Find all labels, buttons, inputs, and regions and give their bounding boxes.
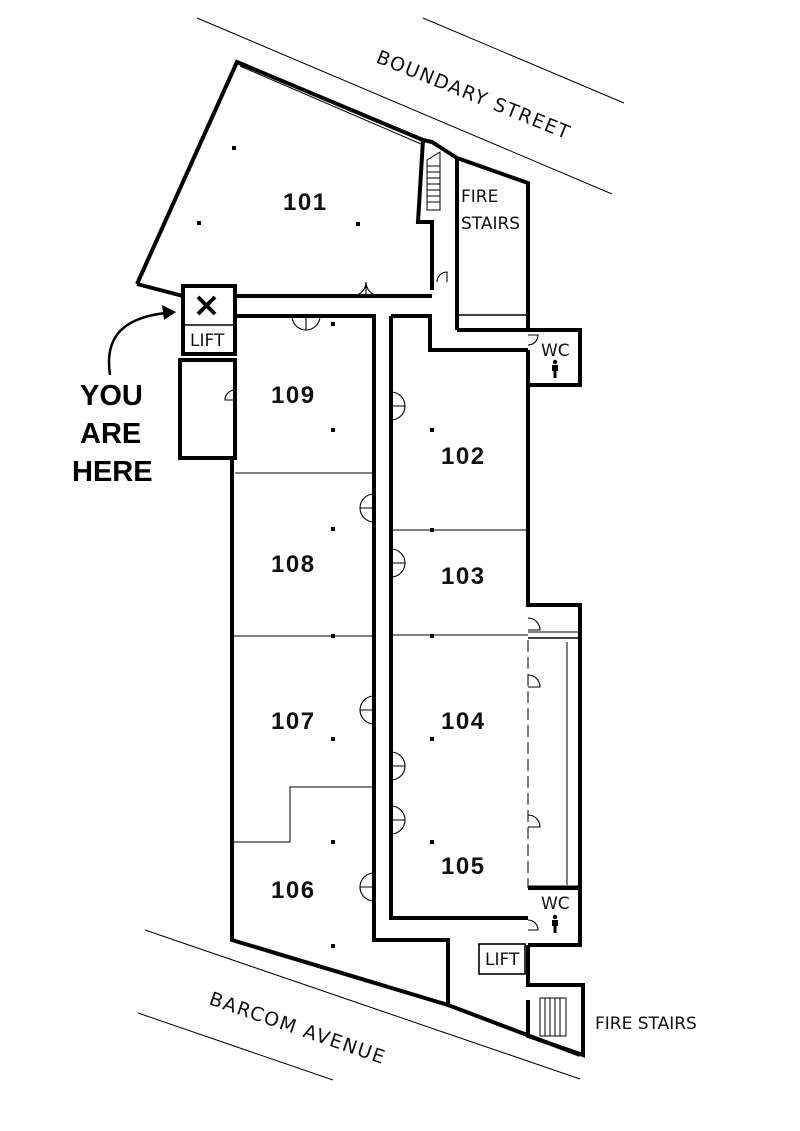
stairs-icon xyxy=(539,997,567,1037)
x-marker-icon xyxy=(196,295,217,316)
you-are-here-line1: YOU xyxy=(80,380,143,412)
building-outer-walls xyxy=(230,328,585,1058)
room-label-106: 106 xyxy=(271,877,316,904)
lift-south xyxy=(478,943,526,975)
you-are-here-line2: ARE xyxy=(80,418,141,450)
room-dividers xyxy=(231,472,528,843)
wc-north-label: WC xyxy=(541,341,570,361)
door-icon xyxy=(359,493,375,523)
fire-stairs-north xyxy=(415,138,530,330)
door-icon xyxy=(390,751,406,781)
door-icon xyxy=(390,805,406,835)
room-markers xyxy=(197,146,434,948)
lift-south-label: LIFT xyxy=(485,950,520,970)
room-label-109: 109 xyxy=(271,382,316,409)
door-icon xyxy=(224,389,236,401)
door-icon xyxy=(390,391,406,421)
room-label-108: 108 xyxy=(271,551,316,578)
doors xyxy=(224,271,541,931)
fire-stairs-north-label-line1: FIRE xyxy=(461,187,498,207)
door-icon xyxy=(291,315,321,331)
person-icon xyxy=(552,914,558,933)
door-icon xyxy=(436,271,541,931)
stairs-icon xyxy=(426,151,441,211)
door-icon xyxy=(390,548,406,578)
room-label-101: 101 xyxy=(283,189,328,216)
room-label-103: 103 xyxy=(441,563,486,590)
lift-north-label: LIFT xyxy=(190,331,225,351)
room-101-outline xyxy=(135,59,424,298)
fire-stairs-north-label-line2: STAIRS xyxy=(461,214,520,234)
room-label-102: 102 xyxy=(441,443,486,470)
you-are-here-line3: HERE xyxy=(72,456,153,488)
room-label-107: 107 xyxy=(271,708,316,735)
street-lines xyxy=(137,17,625,1081)
fire-stairs-south-label: FIRE STAIRS xyxy=(595,1014,697,1034)
door-icon xyxy=(359,695,375,725)
lift-north xyxy=(178,284,237,460)
person-icon xyxy=(552,359,558,378)
door-icon xyxy=(359,872,375,902)
fire-stairs-south xyxy=(539,997,567,1037)
corridor-walls xyxy=(235,294,528,1005)
wc-south-label: WC xyxy=(541,894,570,914)
arrow-icon xyxy=(107,305,176,376)
room-label-104: 104 xyxy=(441,708,486,735)
room-label-105: 105 xyxy=(441,853,486,880)
door-icon xyxy=(351,281,381,297)
street-name-barcom: BARCOM AVENUE xyxy=(206,988,388,1069)
